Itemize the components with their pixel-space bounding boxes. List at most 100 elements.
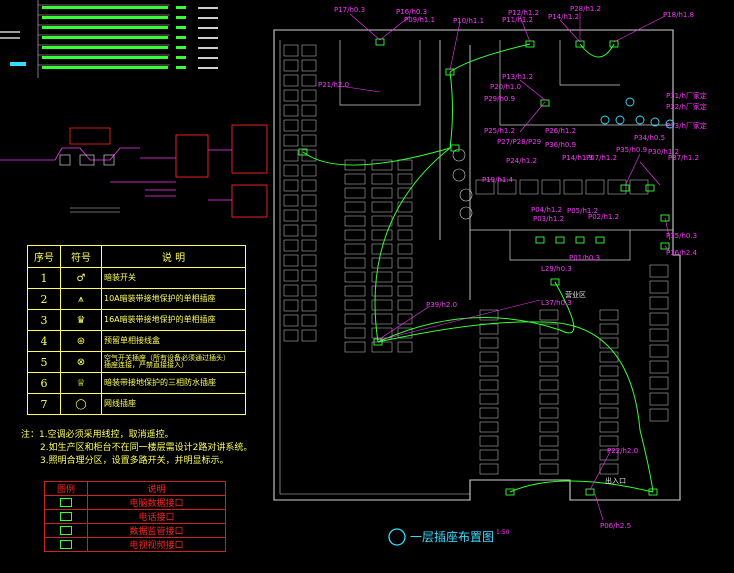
socket-label: P26/h1.2	[545, 127, 577, 135]
socket-label: P06/h2.5	[600, 522, 632, 530]
chair	[301, 89, 317, 102]
socket-16a-icon: ♛	[60, 309, 102, 331]
chair	[599, 435, 619, 447]
booth-seat	[371, 299, 393, 311]
inner-wall	[559, 40, 620, 86]
schedule-bar	[42, 6, 168, 9]
booth-seat	[371, 257, 393, 269]
leader-line	[379, 15, 411, 41]
booth-seat	[371, 285, 393, 297]
chair	[479, 449, 499, 461]
junction-box-icon: ⊛	[60, 330, 102, 352]
chair	[539, 421, 559, 433]
equipment	[459, 188, 473, 202]
chair	[283, 269, 299, 282]
waterproof-socket-icon: ♕	[60, 372, 102, 394]
socket-label: P24/h1.2	[506, 157, 538, 165]
socket-icon	[620, 184, 630, 192]
booth-seat	[344, 313, 366, 325]
schedule-bar	[176, 26, 186, 29]
chair	[539, 407, 559, 419]
socket-label: P07/h1.2	[586, 154, 618, 162]
booth-seat	[397, 299, 413, 311]
chair	[649, 280, 669, 294]
phone-port-icon	[60, 511, 72, 521]
leader-line	[377, 305, 431, 341]
chair	[301, 284, 317, 297]
chair	[599, 323, 619, 335]
schematic-panel	[175, 134, 209, 178]
socket-label: P36/h0.9	[545, 141, 577, 149]
circuit-wire	[449, 43, 531, 73]
schematic-box	[103, 154, 115, 166]
chair	[539, 379, 559, 391]
legend2-desc: 电视视频接口	[87, 537, 226, 552]
legend2-header-icon: 图例	[44, 481, 88, 496]
legend-no: 4	[27, 330, 61, 352]
leader-line	[519, 79, 546, 101]
socket-icon	[535, 236, 545, 244]
booth-seat	[397, 257, 413, 269]
chair	[301, 104, 317, 117]
chair	[599, 351, 619, 363]
legend-no: 5	[27, 351, 61, 373]
chair	[301, 224, 317, 237]
legend-desc: 16A暗装带接地保护的单相插座	[101, 309, 246, 331]
legend-desc: 10A暗装带接地保护的单相插座	[101, 288, 246, 310]
circuit-wire	[509, 480, 654, 493]
booth-seat	[397, 271, 413, 283]
chair	[283, 314, 299, 327]
booth-seat	[397, 327, 413, 339]
legend-no: 2	[27, 288, 61, 310]
chair	[283, 74, 299, 87]
schedule-bar	[176, 66, 186, 69]
schedule-bar	[42, 56, 168, 59]
breaker-socket-icon: ⊗	[60, 351, 102, 373]
booth-seat	[371, 271, 393, 283]
chair	[599, 393, 619, 405]
legend2-desc: 电脑数据接口	[87, 495, 226, 510]
tv-port-icon	[60, 539, 72, 549]
chair	[283, 224, 299, 237]
socket-icon	[550, 278, 560, 286]
legend-desc: 暗装带接地保护的三相防水插座	[101, 372, 246, 394]
booth-seat	[371, 243, 393, 255]
legend-desc: 网线插座	[101, 393, 246, 415]
equipment	[629, 179, 649, 195]
circuit-wire	[449, 71, 453, 149]
booth-seat	[371, 313, 393, 325]
booth-seat	[344, 187, 366, 199]
chair	[599, 421, 619, 433]
interface-legend-table: 图例说明 电脑数据接口 电话接口 数据监管接口 电视视频接口	[44, 481, 226, 552]
leader-line	[639, 161, 661, 186]
chair	[283, 179, 299, 192]
room-label: 营业区	[565, 291, 586, 299]
leader-line	[589, 451, 611, 491]
chair	[599, 463, 619, 475]
chair	[283, 299, 299, 312]
socket-icon	[298, 148, 308, 156]
booth-seat	[344, 327, 366, 339]
schematic-box	[59, 154, 71, 166]
socket-label: P10/h1.1	[453, 17, 485, 25]
legend-no: 1	[27, 267, 61, 289]
schedule-mark	[10, 62, 26, 66]
chair	[479, 407, 499, 419]
chair	[599, 379, 619, 391]
chair	[283, 284, 299, 297]
network-socket-icon	[650, 117, 660, 127]
chair	[649, 312, 669, 326]
chair	[301, 194, 317, 207]
circuit-wire	[579, 43, 615, 58]
chair	[301, 44, 317, 57]
chair	[539, 463, 559, 475]
chair	[301, 269, 317, 282]
socket-label: L37/h0.3	[541, 299, 572, 307]
legend-desc: 预留单相接线盒	[101, 330, 246, 352]
booth-seat	[397, 313, 413, 325]
booth-seat	[344, 257, 366, 269]
chair	[479, 351, 499, 363]
chair	[283, 104, 299, 117]
schematic-wire	[0, 147, 140, 161]
chair	[479, 365, 499, 377]
